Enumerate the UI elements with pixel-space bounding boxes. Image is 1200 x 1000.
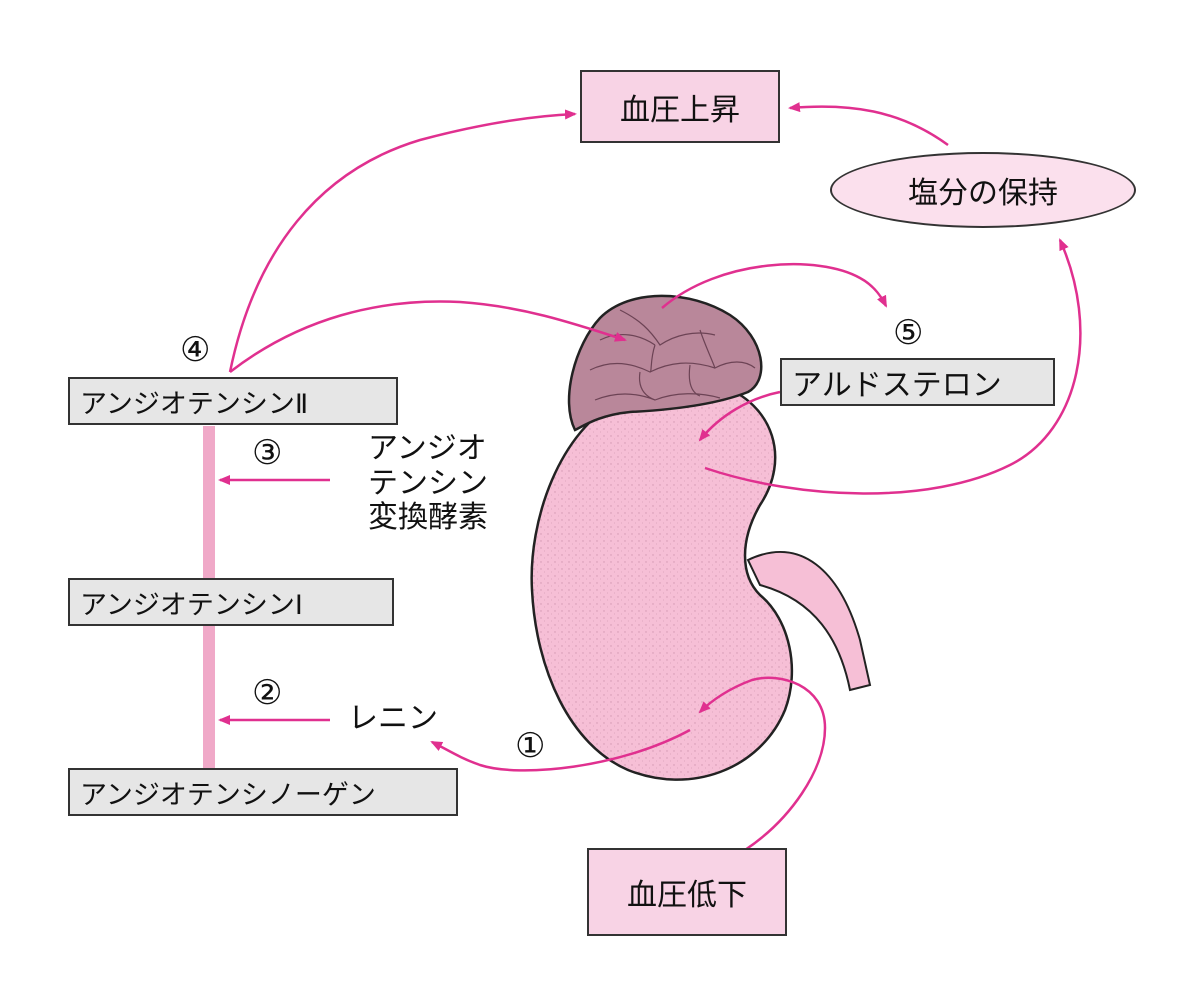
arrow-kidney-to-renin [430,728,691,772]
angiotensin-2-box: アンジオテンシンⅡ [68,377,398,425]
step-3: ③ [252,433,283,473]
arrow-ang2-to-bp-rise [228,109,577,373]
bp-drop-box: 血圧低下 [587,848,787,936]
arrow-adrenal-to-aldosterone [661,262,888,309]
ace-label: アンジオ テンシン 変換酵素 [368,431,488,535]
renin-label: レニン [348,701,438,736]
step-2: ② [252,673,283,713]
step-5: ⑤ [893,313,924,353]
salt-retention-ellipse: 塩分の保持 [830,152,1136,228]
arrow-bp-drop-to-kidney [698,676,827,852]
step-4: ④ [180,330,211,370]
step-1: ① [515,726,546,766]
kidney-shading [531,380,792,780]
aldosterone-box: アルドステロン [780,358,1055,406]
arrow-kidney-to-salt [704,238,1082,495]
ureter [746,550,872,692]
arrow-salt-to-bp-rise [788,102,949,147]
bp-rise-box: 血圧上昇 [580,70,780,143]
arrow-aldosterone-to-kidney [698,390,781,442]
arrow-ang2-to-adrenal [229,300,627,373]
angiotensinogen-box: アンジオテンシノーゲン [68,768,458,816]
adrenal-texture [589,309,756,401]
angiotensin-1-box: アンジオテンシンⅠ [68,578,394,626]
